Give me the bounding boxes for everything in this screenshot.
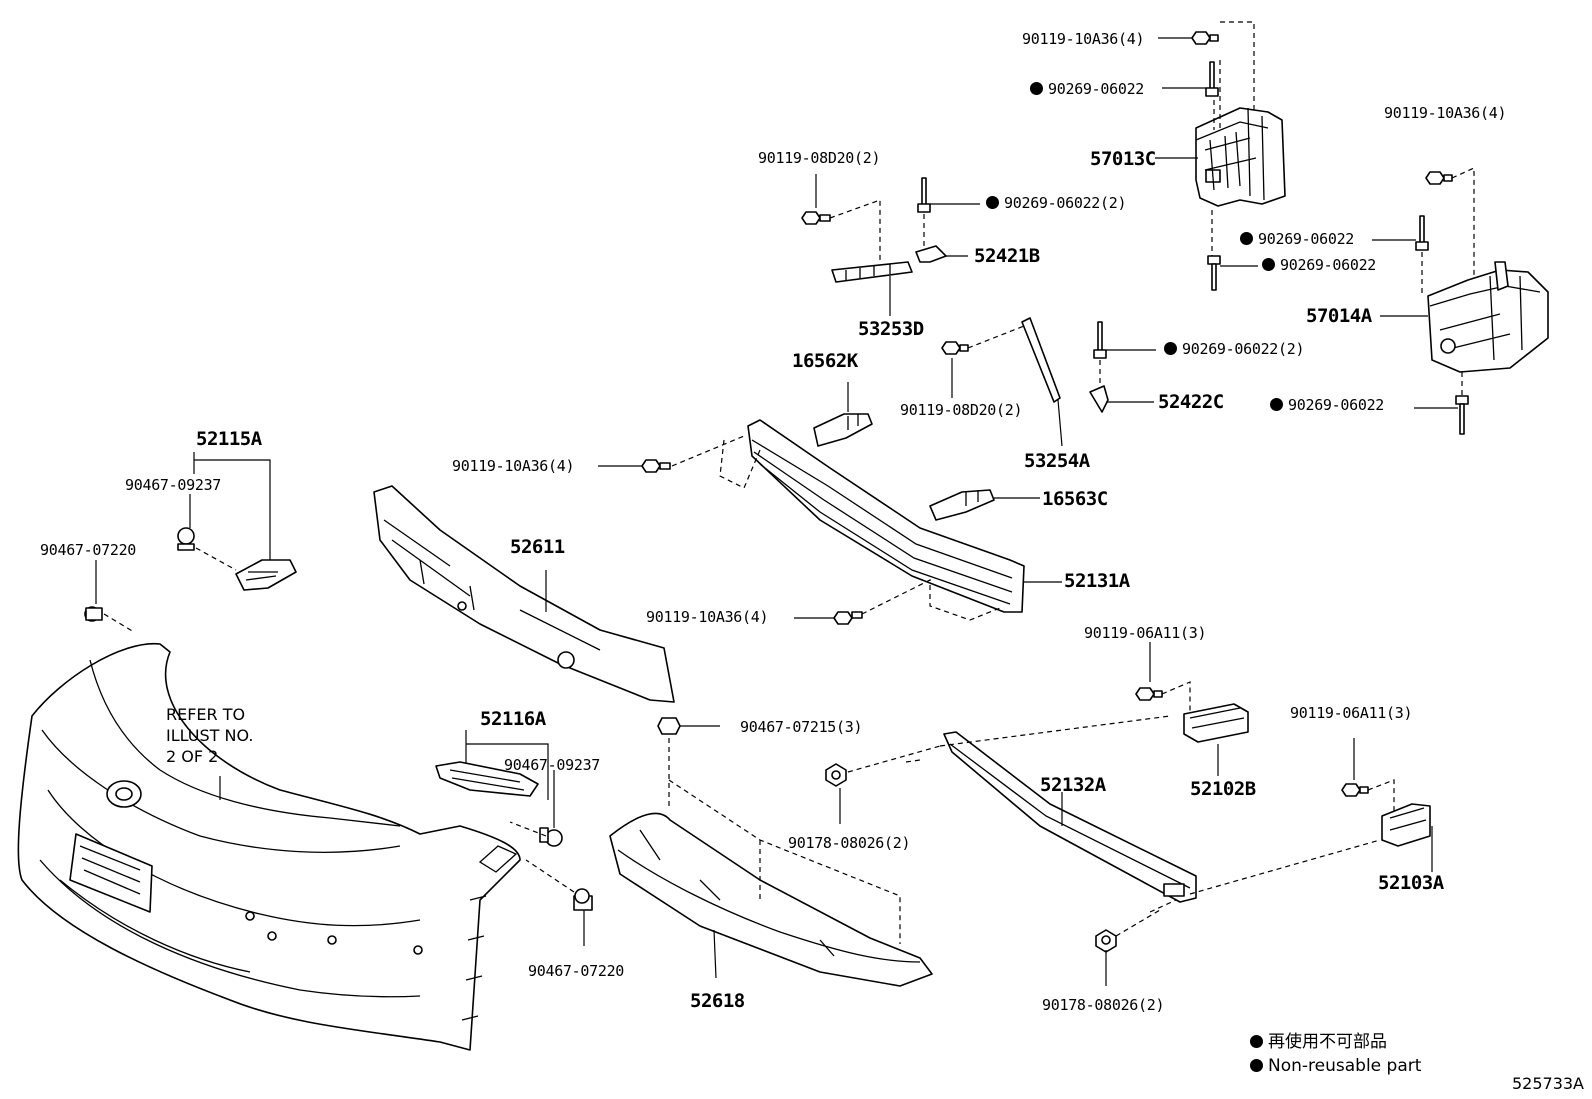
non-reusable-dot-icon (986, 196, 999, 209)
refer-note-line-2: ILLUST NO. (166, 726, 254, 745)
refer-note-line-1: REFER TO (166, 705, 246, 724)
bolt-90467-09237-a (177, 494, 195, 551)
legend-item-jp: 再使用不可部品 (1250, 1030, 1421, 1054)
bolt-90119-10a36-mid (598, 459, 671, 473)
label-53254a: 53254A (1024, 450, 1090, 472)
bracket-52103a (1381, 803, 1433, 872)
legend-text-en: Non-reusable part (1268, 1056, 1422, 1076)
sensor-16562k (813, 382, 873, 447)
bolt-90119-06a11-a (1135, 642, 1163, 701)
legend-text-jp: 再使用不可部品 (1268, 1032, 1387, 1052)
non-reusable-dot-icon (1250, 1035, 1263, 1048)
bracket-52102b (1183, 703, 1249, 776)
label-90119-10a36-top: 90119-10A36(4) (1022, 30, 1145, 48)
label-90178-08026-a: 90178-08026(2) (788, 834, 911, 852)
reinforcement-52131a (747, 419, 1062, 613)
stud-90269-06022-a (1162, 61, 1219, 97)
bolt-90119-10a36-right (1425, 171, 1453, 185)
absorber-52611 (373, 485, 675, 703)
refer-note-line-3: 2 OF 2 (166, 747, 219, 766)
label-90269-06022-c: 90269-06022 (1262, 256, 1376, 274)
label-90178-08026-b: 90178-08026(2) (1042, 996, 1165, 1014)
label-90467-07220-b: 90467-07220 (528, 962, 625, 980)
non-reusable-dot-icon (1262, 258, 1275, 271)
stud-90269-06022-b (1372, 215, 1429, 251)
bumper-cover (17, 643, 521, 1051)
bolt-90119-08d20-a (801, 174, 831, 225)
clip-52422c (1089, 385, 1154, 413)
bolt-90119-06a11-b (1341, 738, 1369, 797)
label-90119-10a36-mid: 90119-10A36(4) (452, 457, 575, 475)
label-90119-08d20-a: 90119-08D20(2) (758, 149, 881, 167)
label-57014a: 57014A (1306, 305, 1372, 327)
label-90269-06022-2-a: 90269-06022(2) (986, 194, 1127, 212)
label-53253d: 53253D (858, 318, 924, 340)
bracket-57013c (1195, 107, 1286, 207)
label-text: 90269-06022 (1288, 396, 1385, 414)
retainer-52115a (235, 559, 297, 591)
label-90119-06a11-a: 90119-06A11(3) (1084, 624, 1207, 642)
bracket-57014a (1427, 261, 1549, 373)
label-57013c: 57013C (1090, 148, 1156, 170)
refer-note: REFER TO ILLUST NO. 2 OF 2 (166, 704, 253, 767)
illustration-id: 525733A (1511, 1074, 1584, 1093)
clip-52421b (915, 245, 968, 263)
clip-90467-07220-b (573, 888, 593, 946)
non-reusable-dot-icon (1270, 398, 1283, 411)
clip-90467-07215 (657, 717, 720, 735)
label-52102b: 52102B (1190, 778, 1256, 800)
label-90467-07220-a: 90467-07220 (40, 541, 137, 559)
label-52131a: 52131A (1064, 570, 1130, 592)
nut-90178-08026-b (1095, 929, 1117, 986)
label-52421b: 52421B (974, 245, 1040, 267)
bolt-90119-08d20-b (941, 341, 969, 398)
label-text: 90269-06022(2) (1182, 340, 1305, 358)
label-text: 90269-06022 (1258, 230, 1355, 248)
label-text: 90269-06022 (1280, 256, 1377, 274)
legend: 再使用不可部品 Non-reusable part (1250, 1030, 1421, 1078)
label-52115a: 52115A (196, 428, 262, 450)
clip-90467-07220-a (84, 560, 103, 622)
stud-90269-06022-2-b (1093, 321, 1156, 359)
label-90467-09237-a: 90467-09237 (125, 476, 222, 494)
bracket-53254a (1021, 317, 1063, 447)
label-52422c: 52422C (1158, 391, 1224, 413)
reinforcement-52132a (943, 731, 1197, 903)
nut-90178-08026-a (825, 763, 847, 824)
non-reusable-dot-icon (1250, 1059, 1263, 1072)
label-90119-10a36-low: 90119-10A36(4) (646, 608, 769, 626)
stud-90269-06022-d (1414, 395, 1469, 435)
stud-90269-06022-c (1207, 255, 1258, 291)
label-52116a: 52116A (480, 708, 546, 730)
label-90269-06022-b: 90269-06022 (1240, 230, 1354, 248)
label-90467-07215: 90467-07215(3) (740, 718, 863, 736)
bracket-53253d (831, 261, 913, 316)
label-90119-08d20-b: 90119-08D20(2) (900, 401, 1023, 419)
label-90119-10a36-right: 90119-10A36(4) (1384, 104, 1507, 122)
non-reusable-dot-icon (1164, 342, 1177, 355)
spoiler-52618 (609, 812, 933, 987)
label-text: 90269-06022(2) (1004, 194, 1127, 212)
label-90467-09237-b: 90467-09237 (504, 756, 601, 774)
label-52618: 52618 (690, 990, 745, 1012)
non-reusable-dot-icon (1030, 82, 1043, 95)
non-reusable-dot-icon (1240, 232, 1253, 245)
label-90269-06022-a: 90269-06022 (1030, 80, 1144, 98)
label-16562k: 16562K (792, 350, 858, 372)
label-90269-06022-2-b: 90269-06022(2) (1164, 340, 1305, 358)
label-text: 90269-06022 (1048, 80, 1145, 98)
label-90119-06a11-b: 90119-06A11(3) (1290, 704, 1413, 722)
label-52103a: 52103A (1378, 872, 1444, 894)
retainer-52116a (435, 761, 539, 797)
sensor-16563c (929, 489, 1040, 521)
label-52611: 52611 (510, 536, 565, 558)
label-52132a: 52132A (1040, 774, 1106, 796)
bolt-90119-10a36-low (794, 611, 863, 625)
label-90269-06022-d: 90269-06022 (1270, 396, 1384, 414)
bolt-90119-10a36-top (1158, 31, 1219, 45)
label-16563c: 16563C (1042, 488, 1108, 510)
stud-90269-06022-2-a (917, 177, 980, 213)
legend-item-en: Non-reusable part (1250, 1054, 1421, 1078)
